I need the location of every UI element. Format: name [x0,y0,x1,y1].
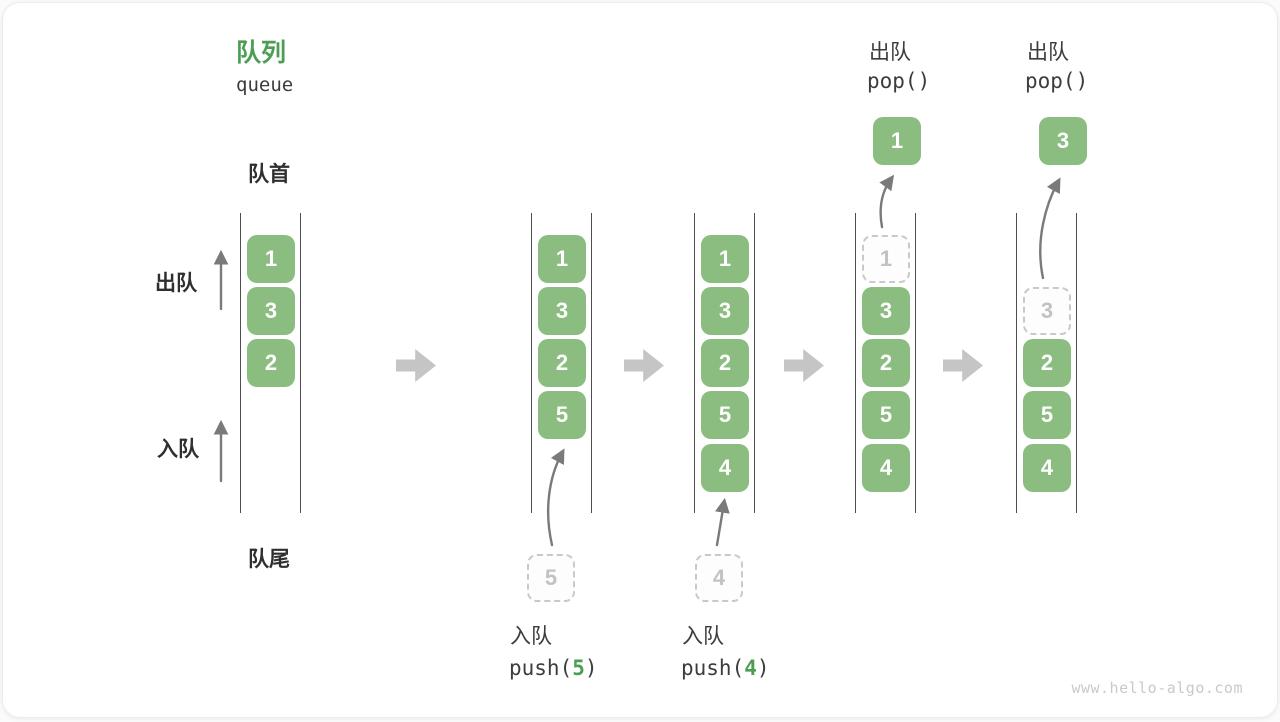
page-subtitle: queue [236,74,294,96]
transition-arrow-icon [943,349,983,382]
push-call-post: ) [756,656,770,680]
queue-item: 2 [247,339,295,387]
queue-item: 3 [247,287,295,335]
transition-arrow-icon [784,349,824,382]
queue-item: 3 [701,287,749,335]
removed-item-ghost: 1 [862,235,910,283]
enqueue-side-label: 入队 [157,438,199,461]
queue-item: 4 [1023,444,1071,492]
page-title: 队列 [236,39,287,67]
popped-item: 1 [873,117,921,165]
queue-item: 5 [862,391,910,439]
popped-item: 3 [1039,117,1087,165]
push-call-post: ) [584,656,598,680]
queue-item: 1 [701,235,749,283]
queue-item: 2 [538,339,586,387]
push-op-call: push(4) [681,656,770,680]
queue-item: 1 [247,235,295,283]
transition-arrow-icon [624,349,664,382]
pop-op-label: 出队 [1027,41,1069,64]
queue-item: 5 [701,391,749,439]
queue-item: 2 [701,339,749,387]
pop-op-call: pop() [1025,69,1089,93]
queue-front-label: 队首 [248,163,290,186]
queue-channel-state3 [694,213,755,513]
incoming-item-ghost: 5 [527,554,575,602]
transition-arrow-icon [396,349,436,382]
queue-item: 2 [1023,339,1071,387]
queue-item: 1 [538,235,586,283]
queue-item: 5 [1023,391,1071,439]
push-op-label: 入队 [682,625,724,648]
push-op-label: 入队 [510,625,552,648]
push-op-call: push(5) [509,656,598,680]
queue-channel-state2 [531,213,592,513]
queue-channel-state4 [855,213,916,513]
queue-item: 4 [862,444,910,492]
queue-item: 5 [538,391,586,439]
queue-item: 3 [862,287,910,335]
queue-channel-state5 [1016,213,1077,513]
queue-rear-label: 队尾 [248,548,290,571]
push-call-arg: 5 [572,656,585,680]
push-call-pre: push( [509,656,573,680]
removed-item-ghost: 3 [1023,287,1071,335]
queue-item: 2 [862,339,910,387]
queue-channel-state1 [240,213,301,513]
queue-item: 4 [701,444,749,492]
pop-op-call: pop() [867,69,931,93]
pop-op-label: 出队 [869,41,911,64]
push-call-arg: 4 [744,656,757,680]
push-call-pre: push( [681,656,745,680]
dequeue-side-label: 出队 [155,272,197,295]
incoming-item-ghost: 4 [695,554,743,602]
watermark: www.hello-algo.com [1071,679,1243,697]
queue-item: 3 [538,287,586,335]
